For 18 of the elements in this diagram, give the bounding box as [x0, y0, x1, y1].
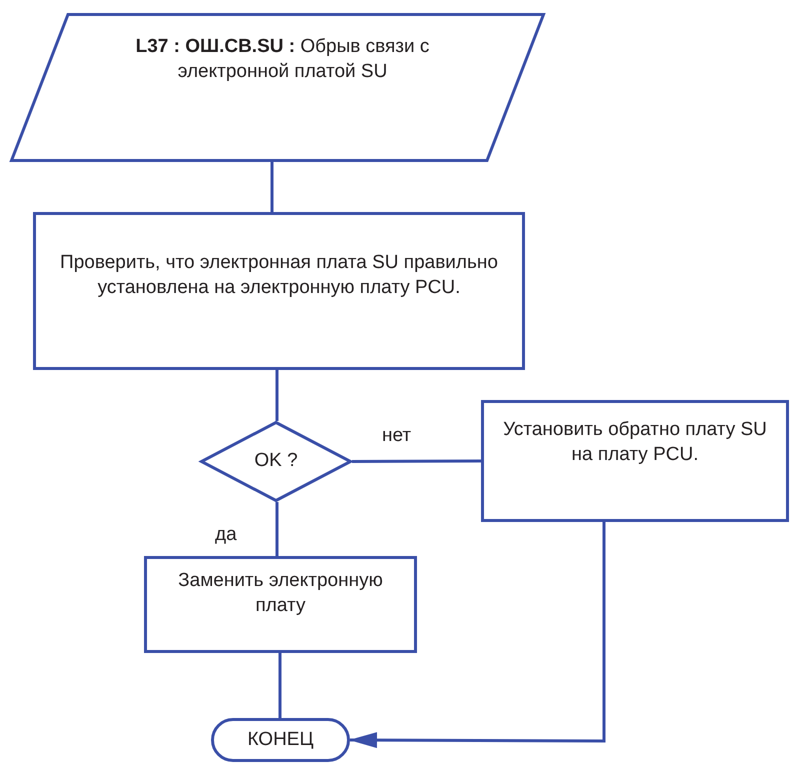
node-text: Заменить электронную плату [177, 568, 384, 618]
process-box [144, 556, 417, 653]
connector-line [270, 162, 274, 212]
node-text: OK ? [254, 449, 298, 474]
node-text: Проверить, что электронная плата SU правильно установлена на электронную плату PCU. [59, 251, 499, 300]
decision-diamond [200, 421, 352, 502]
node-text: КОНЕЦ [247, 728, 314, 752]
terminal-shape [211, 718, 350, 762]
arrow [349, 522, 606, 748]
process-box [33, 212, 525, 370]
connector-line [278, 653, 282, 718]
connector-line [276, 502, 278, 556]
process-box [481, 400, 789, 522]
node-text: Установить обратно плату SU на плату PCU. [502, 418, 768, 467]
input-parallelogram [10, 13, 545, 162]
connector-line [276, 370, 278, 421]
node-text: L37 : ОШ.CB.SU : Обрыв связи с электронной платой SU [134, 35, 430, 84]
connector-line [352, 460, 481, 463]
